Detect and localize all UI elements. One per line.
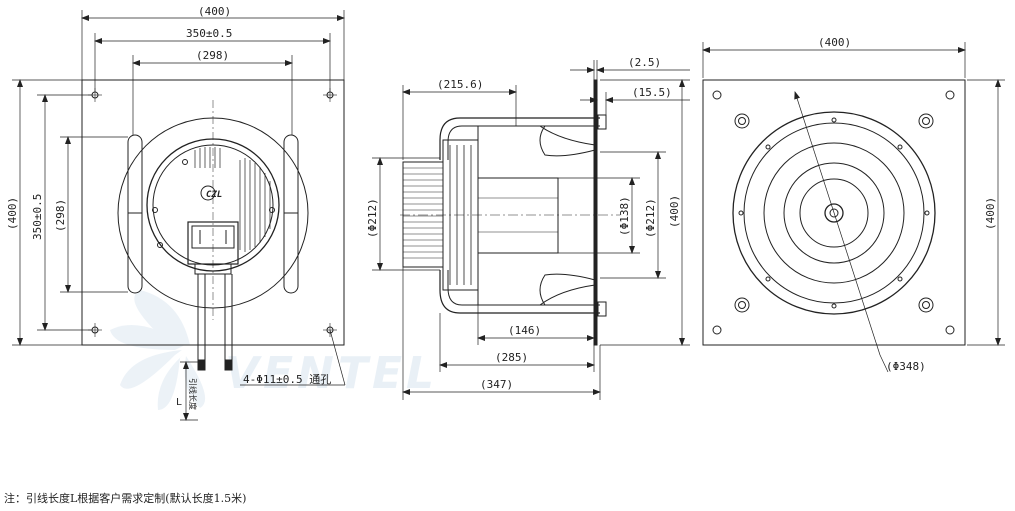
dim-hole-spacing: 350±0.5 (186, 27, 232, 40)
rear-dia-leader (794, 91, 889, 373)
dim-plate-thickness: (2.5) (628, 56, 661, 69)
dim-side-height: (400) (668, 195, 681, 228)
shaft-hub (824, 203, 844, 223)
mounting-holes-callout: 4-Φ11±0.5 通孔 (243, 373, 331, 386)
lead-cables (197, 274, 233, 371)
dim-rear-impeller-dia: (Φ348) (886, 360, 926, 373)
front-view-labels: (400) 350±0.5 (298) (400) 350±0.5 (298) … (6, 5, 331, 410)
top-bracket (439, 117, 600, 160)
rear-view-labels: (400) (400) (Φ348) (818, 36, 997, 373)
front-dims-horizontal (81, 10, 345, 135)
dim-hole-spacing-vertical: 350±0.5 (31, 194, 44, 240)
dim-overall-width: (400) (198, 5, 231, 18)
dim-rear-height: (400) (984, 197, 997, 230)
lead-length-note: 注：引线长度L根据客户需求定制(默认长度1.5米) (4, 492, 247, 505)
dim-hub-dia: (Φ138) (618, 196, 631, 236)
motor-fins (194, 147, 271, 252)
upper-blade (478, 125, 596, 157)
rear-view (702, 42, 1005, 373)
ventel-watermark: VENTEL (110, 290, 438, 410)
front-mounting-holes (88, 88, 337, 337)
side-dims (372, 60, 690, 400)
lead-length-dim (180, 361, 198, 421)
lead-length-text: 引线长度 (188, 378, 198, 410)
bottom-bracket (439, 270, 600, 314)
lower-blade (478, 273, 596, 306)
rear-impeller-outer (732, 111, 936, 315)
rear-mounting-holes (712, 90, 955, 335)
svg-text:CZL: CZL (206, 190, 222, 200)
front-plate (81, 79, 345, 346)
hole-callout-leader (240, 329, 346, 386)
fan-blade-logo-icon (110, 290, 206, 410)
dim-depth-mid: (285) (495, 351, 528, 364)
motor-logo-icon: CZL (200, 185, 222, 201)
rear-plate (702, 79, 966, 346)
front-dims-vertical (12, 79, 128, 346)
hub (477, 177, 559, 254)
dim-inner-width: (298) (196, 49, 229, 62)
right-bracket (283, 134, 299, 294)
lead-length-label: L (176, 397, 182, 408)
dim-depth-total: (347) (480, 378, 513, 391)
dim-inner-height: (298) (54, 199, 67, 232)
rear-rivets (738, 117, 930, 309)
dim-motor-dia: (Φ212) (366, 198, 379, 238)
dim-depth-inner: (146) (508, 324, 541, 337)
left-bracket (127, 134, 143, 294)
rear-dims (702, 42, 1005, 346)
front-view: CZL (12, 10, 346, 421)
side-plate (593, 79, 598, 346)
watermark-text: VENTEL (225, 348, 438, 399)
side-view (372, 60, 690, 400)
dim-flange-offset: (15.5) (632, 86, 672, 99)
dim-top-offset: (215.6) (437, 78, 483, 91)
rear-bracket-bolts (734, 113, 934, 313)
dim-rear-width: (400) (818, 36, 851, 49)
side-view-labels: (215.6) (2.5) (15.5) (Φ212) (Φ138) (Φ212… (366, 56, 681, 391)
dim-impeller-dia: (Φ212) (644, 198, 657, 238)
dim-overall-height: (400) (6, 197, 19, 230)
heatsink-fins (402, 161, 444, 268)
